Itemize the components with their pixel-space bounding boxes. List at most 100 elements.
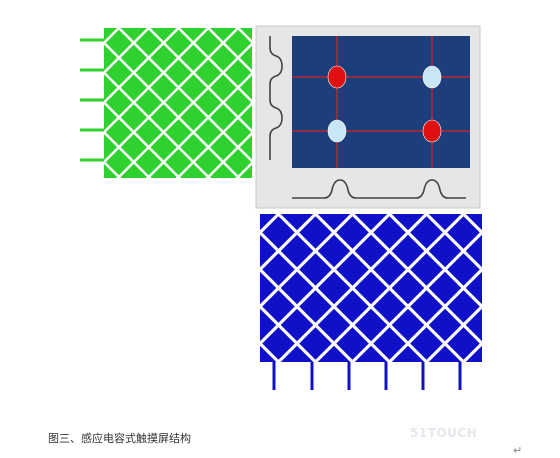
blue-electrode-diamond: [262, 253, 295, 286]
figure-caption: 图三、感应电容式触摸屏结构: [48, 432, 191, 445]
blue-electrode-diamond: [373, 327, 406, 360]
green-electrode-diamond: [135, 148, 162, 176]
green-electrode-diamond: [135, 119, 162, 146]
green-electrode-diamond: [135, 29, 162, 57]
blue-electrode-diamond: [280, 271, 314, 305]
green-electrode-diamond: [239, 135, 252, 160]
green-electrode-diamond: [150, 28, 177, 42]
blue-electrode-diamond: [317, 345, 351, 362]
blue-electrode-diamond: [354, 214, 388, 231]
green-electrode-diamond: [120, 44, 147, 71]
green-electrode-diamond: [150, 44, 177, 71]
green-electrode-diamond: [120, 163, 147, 178]
blue-electrode-diamond: [373, 290, 406, 323]
green-electrode-diamond: [105, 59, 133, 86]
green-diamond-electrode-array: [104, 28, 252, 178]
blue-electrode-diamond: [410, 216, 443, 249]
blue-electrode-diamond: [280, 234, 314, 268]
blue-electrode-diamond: [317, 214, 351, 231]
green-electrode-diamond: [105, 148, 133, 176]
blue-electrode-diamond: [260, 234, 277, 268]
green-electrode-diamond: [224, 89, 252, 116]
blue-electrode-diamond: [391, 214, 425, 231]
blue-electrode-diamond: [465, 308, 482, 342]
green-electrode-diamond: [104, 104, 118, 131]
green-electrode-diamond: [210, 44, 237, 71]
green-electrode-diamond: [105, 29, 133, 57]
green-electrode-diamond: [105, 89, 133, 116]
bottom-electrode-leads: [272, 362, 462, 390]
green-electrode-diamond: [180, 134, 207, 161]
blue-electrode-diamond: [299, 253, 332, 286]
blue-electrode-diamond: [447, 327, 480, 360]
blue-electrode-diamond: [447, 290, 480, 323]
touch-point-bl: [327, 119, 347, 143]
blue-electrode-diamond: [391, 345, 425, 362]
green-electrode-diamond: [239, 45, 252, 70]
blue-electrode-diamond: [354, 271, 388, 305]
blue-electrode-diamond: [428, 234, 462, 268]
left-electrode-leads: [80, 38, 104, 162]
green-electrode-diamond: [165, 148, 192, 176]
green-electrode-diamond: [120, 104, 147, 131]
vertical-signal-trace: [269, 36, 283, 160]
blue-electrode-diamond: [260, 345, 277, 362]
blue-electrode-diamond: [262, 327, 295, 360]
green-electrode-diamond: [224, 59, 252, 86]
green-electrode-diamond: [239, 164, 252, 178]
blue-electrode-diamond: [280, 308, 314, 342]
green-electrode-diamond: [180, 44, 207, 71]
blue-electrode-diamond: [336, 327, 369, 360]
green-electrode-diamond: [195, 89, 222, 116]
green-electrode-diamond: [104, 28, 118, 42]
green-electrode-diamond: [150, 104, 177, 131]
blue-electrode-diamond: [354, 234, 388, 268]
paragraph-return-icon: ↵: [513, 444, 523, 457]
green-electrode-diamond: [120, 134, 147, 161]
blue-electrode-diamond: [299, 290, 332, 323]
horizontal-signal-trace: [292, 179, 466, 199]
blue-electrode-diamond: [317, 234, 351, 268]
green-electrode-diamond: [180, 28, 207, 42]
touch-point-br: [422, 119, 442, 143]
blue-electrode-diamond: [465, 234, 482, 268]
green-electrode-diamond: [210, 74, 237, 101]
blue-electrode-diamond: [410, 253, 443, 286]
green-electrode-diamond: [150, 134, 177, 161]
green-electrode-diamond: [224, 29, 252, 57]
blue-electrode-diamond: [428, 345, 462, 362]
sensor-panel: [292, 36, 470, 168]
blue-electrode-diamond: [447, 253, 480, 286]
green-electrode-diamond: [210, 163, 237, 178]
blue-electrode-diamond: [447, 216, 480, 249]
green-electrode-diamond: [135, 59, 162, 86]
blue-electrode-diamond: [465, 345, 482, 362]
touch-points: [327, 65, 442, 143]
blue-electrode-diamond: [465, 271, 482, 305]
blue-electrode-diamond: [373, 216, 406, 249]
blue-electrode-diamond: [428, 308, 462, 342]
green-electrode-diamond: [120, 74, 147, 101]
green-electrode-diamond: [150, 163, 177, 178]
blue-electrode-diamond: [299, 216, 332, 249]
blue-electrode-diamond: [391, 271, 425, 305]
green-electrode-diamond: [135, 89, 162, 116]
blue-electrode-diamond: [336, 216, 369, 249]
green-electrode-diamond: [180, 104, 207, 131]
blue-electrode-diamond: [260, 308, 277, 342]
green-electrode-diamond: [195, 148, 222, 176]
blue-electrode-diamond: [354, 308, 388, 342]
green-electrode-diamond: [165, 119, 192, 146]
blue-electrode-diamond: [317, 308, 351, 342]
blue-electrode-diamond: [336, 290, 369, 323]
green-electrode-diamond: [104, 134, 118, 161]
green-electrode-diamond: [150, 74, 177, 101]
green-electrode-diamond: [195, 29, 222, 57]
blue-electrode-diamond: [410, 290, 443, 323]
watermark-text: 51TOUCH: [410, 426, 478, 440]
blue-electrode-diamond: [299, 327, 332, 360]
blue-electrode-diamond: [410, 327, 443, 360]
blue-electrode-diamond: [391, 234, 425, 268]
green-electrode-diamond: [224, 119, 252, 146]
